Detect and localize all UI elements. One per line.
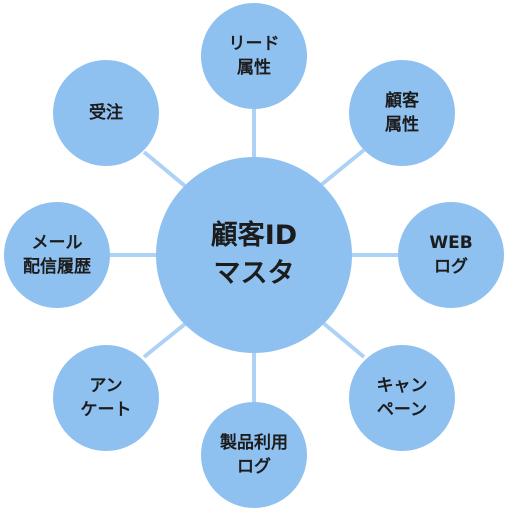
node-survey: アン ケート	[53, 345, 159, 451]
hub-label-line1: 顧客ID	[210, 220, 298, 251]
connector-survey	[142, 322, 187, 359]
node-label-line1: キャン	[376, 376, 428, 396]
node-label-line1: リード	[228, 34, 280, 54]
node-label-line1: メール	[31, 233, 83, 253]
connector-customer-attributes	[319, 148, 366, 187]
node-label-line2: ログ	[237, 457, 271, 477]
connector-orders	[142, 150, 187, 188]
node-label-line1: 顧客	[385, 91, 419, 111]
node-label-line2: 属性	[237, 58, 271, 78]
node-label-line1: 受注	[89, 103, 123, 123]
connector-campaign	[320, 320, 366, 359]
node-label-line2: 属性	[385, 115, 419, 135]
node-orders: 受注	[53, 60, 159, 166]
hub-label-line2: マスタ	[213, 258, 295, 289]
node-mail-delivery-history: メール 配信履歴	[4, 202, 110, 308]
node-label-line2: ペーン	[376, 400, 428, 420]
node-label-line2: 配信履歴	[23, 257, 91, 277]
node-campaign: キャン ペーン	[349, 345, 455, 451]
node-product-usage-log: 製品利用 ログ	[201, 402, 307, 508]
node-label-line2: ログ	[434, 257, 468, 277]
node-customer-attributes: 顧客 属性	[349, 60, 455, 166]
node-label-line2: ケート	[80, 400, 132, 420]
node-label-line1: アン	[89, 376, 123, 396]
node-web-log: WEB ログ	[398, 202, 504, 308]
node-lead-attributes: リード 属性	[201, 3, 307, 109]
node-label-line1: 製品利用	[220, 433, 288, 453]
node-label-line1: WEB	[429, 233, 473, 253]
hub-node-customer-id-master: 顧客ID マスタ	[156, 157, 352, 353]
